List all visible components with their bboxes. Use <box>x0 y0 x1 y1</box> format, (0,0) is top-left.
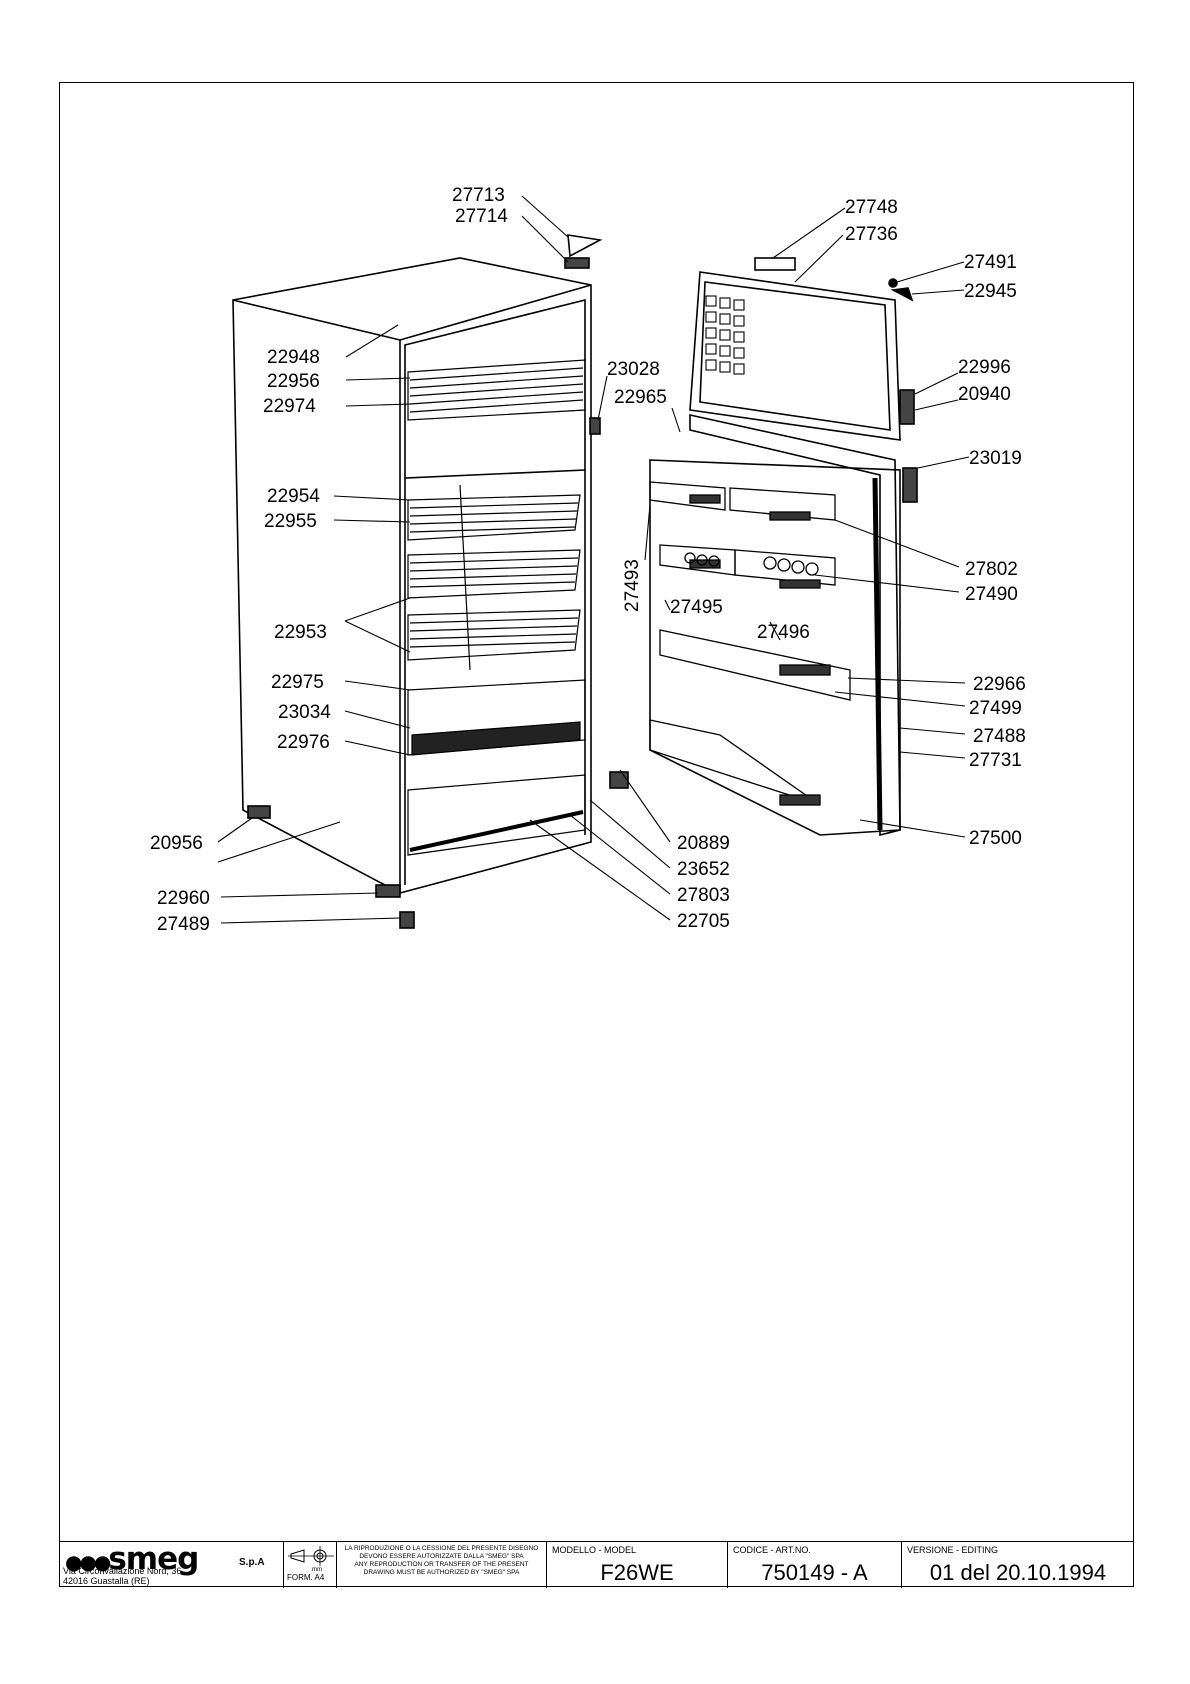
door-balconies <box>649 481 851 806</box>
part-label: 22966 <box>973 674 1026 695</box>
company-cell: ●●●smeg S.p.A Via Circonvallazione Nord,… <box>59 1542 283 1588</box>
part-label: 22976 <box>277 732 330 753</box>
legal-cell: LA RIPRODUZIONE O LA CESSIONE DEL PRESEN… <box>336 1542 546 1588</box>
part-label: 23028 <box>607 359 660 380</box>
freezer-shelf <box>407 359 586 421</box>
projection-symbol-icon: mm <box>288 1546 334 1572</box>
model-caption: MODELLO - MODEL <box>552 1545 637 1555</box>
version-value: 01 del 20.10.1994 <box>929 1560 1107 1585</box>
part-label: 27491 <box>964 252 1017 273</box>
model-cell: MODELLO - MODEL F26WE <box>546 1542 727 1588</box>
part-label: 27490 <box>965 584 1018 605</box>
logo-dots-icon: ●●● <box>65 1550 111 1574</box>
part-label: 22996 <box>958 357 1011 378</box>
address-line2: 42016 Guastalla (RE) <box>63 1576 150 1586</box>
part-label: 20940 <box>958 384 1011 405</box>
part-label: 20956 <box>150 833 203 854</box>
part-label: 22948 <box>267 347 320 368</box>
crisper-drawer <box>407 679 586 856</box>
part-label: 27489 <box>157 914 210 935</box>
part-label: 27496 <box>757 622 810 643</box>
part-label: 27500 <box>969 828 1022 849</box>
part-label: 20889 <box>677 833 730 854</box>
fridge-door <box>649 278 918 837</box>
part-label: 22954 <box>267 486 320 507</box>
part-label: 27499 <box>969 698 1022 719</box>
legal-notice: LA RIPRODUZIONE O LA CESSIONE DEL PRESEN… <box>339 1545 544 1577</box>
leader-lines <box>217 195 970 924</box>
part-label: 22965 <box>614 387 667 408</box>
part-label: 27495 <box>670 597 723 618</box>
part-label: 22956 <box>267 371 320 392</box>
part-label: 23652 <box>677 859 730 880</box>
version-cell: VERSIONE - EDITING 01 del 20.10.1994 <box>901 1542 1134 1588</box>
part-label: 27713 <box>452 185 505 206</box>
code-cell: CODICE - ART.NO. 750149 - A <box>727 1542 901 1588</box>
part-label: 27714 <box>455 206 508 227</box>
legal-notice-en: ANY REPRODUCTION OR TRANSFER OF THE PRES… <box>354 1561 529 1576</box>
freezer-door <box>689 257 915 441</box>
projection-unit: mm <box>312 1567 322 1572</box>
part-label: 27731 <box>969 750 1022 771</box>
part-label: 27802 <box>965 559 1018 580</box>
projection-cell: mm FORM. A4 <box>283 1542 336 1588</box>
part-label: 27748 <box>845 197 898 218</box>
form-size: FORM. A4 <box>287 1573 325 1582</box>
legal-notice-it: LA RIPRODUZIONE O LA CESSIONE DEL PRESEN… <box>344 1545 539 1560</box>
fridge-shelves <box>407 484 581 671</box>
drawing-sheet <box>59 82 1134 1587</box>
part-label: 23034 <box>278 702 331 723</box>
address-line1: Via Circonvallazione Nord, 36 <box>63 1566 182 1576</box>
company-address: Via Circonvallazione Nord, 36 42016 Guas… <box>63 1566 181 1586</box>
part-label: 22960 <box>157 888 210 909</box>
part-labels: 27713 27714 27748 27736 27491 22945 2294… <box>150 185 1026 935</box>
part-label: 22953 <box>274 622 327 643</box>
part-label: 22705 <box>677 911 730 932</box>
title-block: ●●●smeg S.p.A Via Circonvallazione Nord,… <box>59 1541 1134 1588</box>
company-suffix: S.p.A <box>239 1557 265 1568</box>
version-caption: VERSIONE - EDITING <box>907 1545 999 1555</box>
smeg-logo: ●●●smeg <box>65 1541 199 1577</box>
part-label: 27488 <box>973 726 1026 747</box>
code-value: 750149 - A <box>761 1560 868 1585</box>
code-caption: CODICE - ART.NO. <box>733 1545 811 1555</box>
part-label: 22955 <box>264 511 317 532</box>
part-label: 22974 <box>263 396 316 417</box>
part-label: 27736 <box>845 224 898 245</box>
part-label: 22975 <box>271 672 324 693</box>
model-value: F26WE <box>600 1560 674 1585</box>
freezer-door-grid <box>705 295 745 375</box>
part-label: 22945 <box>964 281 1017 302</box>
part-label: 27803 <box>677 885 730 906</box>
cabinet-body <box>232 234 629 929</box>
part-label: 27493 <box>622 559 643 612</box>
part-label: 23019 <box>969 448 1022 469</box>
